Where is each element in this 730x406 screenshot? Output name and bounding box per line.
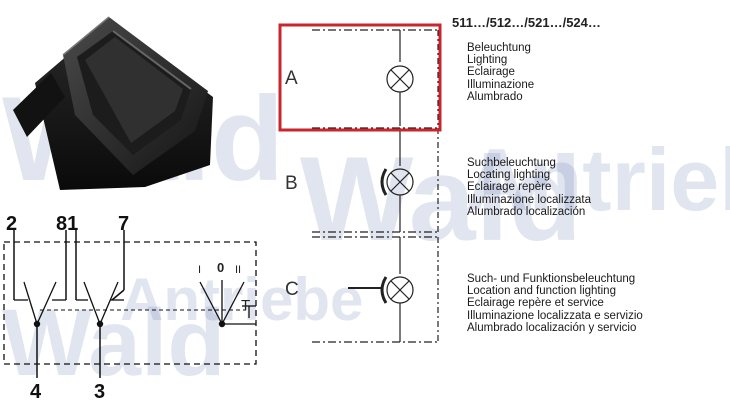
description-line: Alumbrado localización y servicio: [467, 321, 637, 334]
reflector-c: [380, 276, 388, 304]
section-letter-a: A: [285, 68, 298, 89]
section-b-description: Suchbeleuchtung Locating lighting Eclair…: [467, 157, 591, 218]
switch-housing-outline: [3, 241, 257, 365]
position-label-i: I: [198, 264, 202, 276]
terminal-mark: T: [241, 297, 251, 314]
description-line: Suchbeleuchtung: [467, 157, 556, 169]
position-label-0: 0: [217, 260, 225, 275]
description-line: Locating lighting: [467, 169, 551, 182]
lamp-diagrams: [278, 23, 442, 343]
description-line: Eclairage repère: [467, 181, 552, 194]
section-a-description: Beleuchtung Lighting Eclairage Illuminaz…: [467, 42, 534, 103]
contact-blade-2b: [99, 281, 119, 325]
description-line: Lighting: [467, 54, 508, 67]
contact-blade-1b: [36, 281, 57, 325]
description-line: Illuminazione localizzata e servizio: [467, 309, 643, 322]
pivot-dot-3: [218, 320, 226, 328]
watermark-text-a-right: Wald: [300, 132, 582, 266]
pin-label-3: 3: [94, 381, 106, 403]
pivot-dot-1: [33, 320, 41, 328]
description-line: Illuminazione localizzata: [467, 193, 592, 206]
pin-label-81: 81: [56, 213, 79, 235]
watermark-text-a-bottom: Wald: [2, 290, 225, 396]
model-numbers: 511…/512…/521…/524…: [452, 15, 601, 30]
pin-label-7: 7: [118, 213, 130, 235]
description-line: Alumbrado localización: [467, 205, 586, 218]
section-a-highlight: [278, 23, 442, 132]
wiring-diagram: [3, 230, 257, 378]
description-line: Eclairage: [467, 66, 515, 79]
pin-label-2: 2: [6, 213, 18, 235]
watermark-text-b-left: Antriebe: [120, 266, 363, 333]
section-letter-c: C: [285, 279, 299, 300]
section-letter-b: B: [285, 173, 298, 194]
description-line: Alumbrado: [467, 90, 523, 103]
watermark-text-b-right: Antriebe: [465, 130, 730, 229]
rocker-switch-photo: [13, 16, 213, 190]
position-arm-ii: [221, 281, 245, 325]
pivot-dot-2: [96, 320, 104, 328]
position-label-ii: II: [235, 264, 242, 276]
description-line: Such- und Funktionsbeleuchtung: [467, 273, 636, 285]
contact-blade-2a: [83, 281, 101, 325]
pin-label-4: 4: [30, 381, 42, 403]
reflector-b: [380, 168, 388, 196]
description-line: Beleuchtung: [467, 42, 531, 54]
description-line: Illuminazione: [467, 78, 535, 91]
contact-blade-1a: [23, 281, 38, 325]
description-line: Eclairage repère et service: [467, 297, 604, 310]
section-c-description: Such- und Funktionsbeleuchtung Location …: [467, 273, 643, 334]
description-line: Location and function lighting: [467, 285, 616, 298]
position-arm-i: [199, 281, 223, 325]
